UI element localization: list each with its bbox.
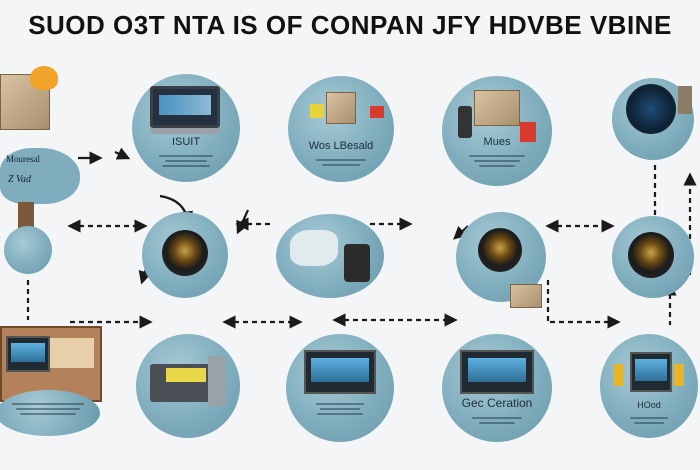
node-bottom-4-label: HOod: [637, 400, 661, 410]
node-bottom-4: HOod: [600, 334, 698, 438]
monitor-icon: [6, 336, 50, 372]
shelf-icon: [50, 338, 94, 368]
node-top-2: Wos LBesald: [288, 76, 394, 182]
red-card-icon: [520, 122, 536, 142]
red-block-icon: [370, 106, 384, 118]
page-title: SUOD O3T NTA IS OF CONPAN JFY HDVBE VBIN…: [28, 10, 672, 40]
speaker-left-icon: [614, 364, 624, 386]
base-box-icon: [510, 284, 542, 308]
speaker-right-icon: [674, 364, 684, 386]
node-mid-2: [276, 214, 384, 298]
arrow-curve-2: [236, 209, 250, 235]
left-note-label-1: Mouresal: [6, 154, 40, 164]
device-panel-icon: [678, 86, 692, 114]
card-stack-icon: [166, 368, 206, 382]
node-top-2-label: Wos LBesald: [308, 140, 374, 152]
node-bottom-1: [136, 334, 240, 438]
document-box-icon: [326, 92, 356, 124]
paper-cluster-icon: [290, 230, 338, 266]
phone-icon: [458, 106, 472, 138]
package-icon: [474, 90, 520, 126]
node-top-4: [612, 78, 694, 160]
node-mid-3: [456, 212, 546, 308]
node-bottom-2: [286, 334, 394, 442]
server-icon: [208, 356, 226, 406]
node-top-3-label: Mues: [483, 136, 511, 148]
monitor-icon-2: [304, 350, 376, 394]
camera-icon: [626, 84, 676, 134]
node-top-3: Mues: [442, 76, 552, 186]
node-bottom-0: [0, 390, 100, 436]
left-note-panel: Mouresal Z Vad: [0, 148, 80, 204]
node-bottom-3-label: Gec Ceration: [461, 396, 533, 410]
node-mid-4: [612, 216, 694, 298]
node-bottom-3: Gec Ceration: [442, 334, 552, 442]
lens-icon: [162, 230, 208, 276]
node-top-1-label: ISUIT: [171, 136, 201, 148]
laptop-icon: [150, 86, 220, 134]
arrow-left-top-2: [114, 147, 131, 160]
lens-icon-3: [628, 232, 674, 278]
lamp-icon: [30, 66, 58, 90]
monitor-icon-4: [630, 352, 672, 392]
workspace-frame: [0, 326, 102, 402]
node-top-1: ISUIT: [132, 74, 240, 182]
left-note-label-2: Z Vad: [8, 174, 32, 185]
node-left-small: [4, 226, 52, 274]
node-mid-1: [142, 212, 228, 298]
lens-icon-2: [478, 228, 522, 272]
monitor-icon-3: [460, 350, 534, 394]
sticky-note-icon: [310, 104, 324, 118]
tablet-icon: [344, 244, 370, 282]
